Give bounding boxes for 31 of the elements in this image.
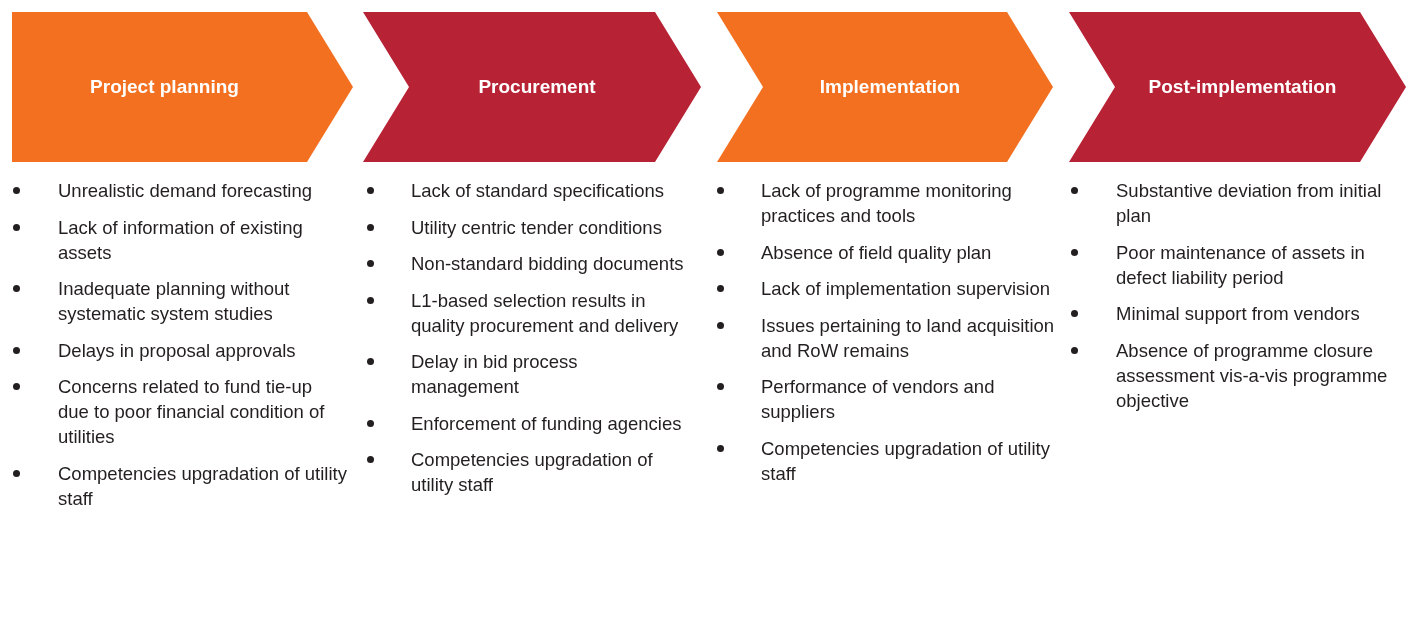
bullet-text: Issues pertaining to land acquisition and RoW remains [761, 314, 1055, 361]
bullet-text: Competencies upgradation of utility staff [761, 437, 1050, 484]
bullet-text: Competencies upgradation of utility staff [411, 449, 653, 495]
chevron-shape [363, 12, 701, 162]
stage-title: Project planning [89, 75, 240, 99]
bullet-text: Competencies upgradation of utility staff [58, 462, 347, 509]
bullet-text: Delays in proposal approvals [58, 339, 296, 361]
bullet-text: Concerns related to fund tie-up due to poor financial condition of utilities [58, 376, 325, 447]
bullet-text: Inadequate planning without systematic system studies [58, 278, 290, 324]
bullet-text: Substantive deviation from initial plan [1116, 180, 1382, 226]
bullet-text: Lack of standard specifications [411, 180, 664, 201]
chevron-shape [1069, 12, 1406, 162]
bullet-text: Performance of vendors and suppliers [761, 376, 995, 422]
chevron-shape [717, 12, 1053, 162]
chevron-shape [12, 12, 353, 162]
bullet-text: Absence of programme closure assessment vis-a-vis programme objective [1116, 339, 1388, 411]
bullet-text: Non-standard bidding documents [411, 253, 684, 274]
bullet-text: Lack of implementation supervision [761, 278, 1050, 299]
stage-title: Post-implementation [1147, 75, 1338, 99]
bullet-text: Minimal support from vendors [1116, 303, 1360, 324]
stage-title: Procurement [477, 75, 597, 99]
bullet-text: Absence of field quality plan [761, 241, 992, 263]
bullet-text: L1-based selection results in quality procurement and delivery [411, 289, 679, 336]
stage-title: Implementation [818, 75, 962, 99]
bullet-text: Lack of information of existing assets [58, 216, 303, 263]
bullet-text: Utility centric tender conditions [411, 216, 662, 238]
bullet-text: Unrealistic demand forecasting [58, 180, 312, 201]
bullet-text: Poor maintenance of assets in defect liability period [1116, 241, 1365, 288]
bullet-text: Delay in bid process management [411, 351, 578, 397]
bullet-text: Enforcement of funding agencies [411, 412, 682, 434]
bullet-text: Lack of programme monitoring practices and tools [761, 180, 1012, 226]
